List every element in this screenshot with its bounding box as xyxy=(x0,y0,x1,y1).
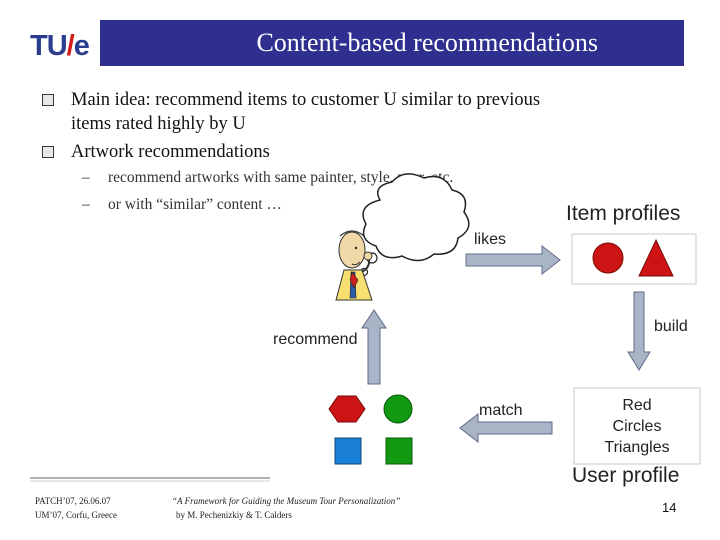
sub-bullet-dash: – xyxy=(82,169,90,186)
green-square-icon xyxy=(385,437,413,465)
slide-title-bar: Content-based recommendations xyxy=(100,20,684,66)
tue-logo: TU/e xyxy=(30,30,90,62)
red-circle-icon xyxy=(592,242,624,274)
bullet-artwork: Artwork recommendations xyxy=(71,140,270,164)
bullet-line: Main idea: recommend items to customer U… xyxy=(71,90,541,110)
footer-venue: UM’07, Corfu, Greece xyxy=(35,510,117,520)
profile-line-triangles: Triangles xyxy=(604,439,670,456)
recommend-label: recommend xyxy=(273,331,358,348)
user-profile-content: Red Circles Triangles xyxy=(574,395,700,458)
footer-left: PATCH’07, 26.06.07 UM’07, Corfu, Greece xyxy=(35,494,117,522)
footer-paper-title: “A Framework for Guiding the Museum Tour… xyxy=(172,496,401,506)
blue-square-icon xyxy=(334,437,362,465)
profile-line-circles: Circles xyxy=(612,418,662,435)
bullet-main-idea: Main idea: recommend items to customer U… xyxy=(71,88,540,136)
build-label: build xyxy=(654,318,688,335)
green-circle-icon xyxy=(383,394,413,424)
user-profile-box xyxy=(573,387,701,465)
bullet-square-icon xyxy=(42,94,54,106)
likes-arrow-icon xyxy=(465,244,561,276)
recommend-arrow-icon xyxy=(361,309,387,385)
red-hexagon-icon xyxy=(328,395,366,423)
likes-label: likes xyxy=(474,231,507,248)
thinking-person-icon xyxy=(335,230,373,301)
bullet-square-icon xyxy=(42,146,54,158)
bullet-line: items rated highly by U xyxy=(71,114,246,134)
sub-bullet-dash: – xyxy=(82,196,90,213)
match-arrow-icon xyxy=(459,412,553,444)
profile-line-red: Red xyxy=(622,397,652,414)
slide-title: Content-based recommendations xyxy=(256,28,598,57)
thought-bubble-icon xyxy=(359,173,470,277)
page-number: 14 xyxy=(662,500,677,515)
match-label: match xyxy=(479,402,523,419)
footer-authors: by M. Pechenizkiy & T. Calders xyxy=(176,510,292,520)
footer-center: “A Framework for Guiding the Museum Tour… xyxy=(172,494,400,522)
sub-bullet-painter: recommend artworks with same painter, st… xyxy=(108,169,454,186)
bullet-line: Artwork recommendations xyxy=(71,142,270,162)
red-triangle-icon xyxy=(638,238,674,277)
sub-bullet-similar: or with “similar” content … xyxy=(108,196,282,213)
build-arrow-icon xyxy=(627,291,651,371)
item-profiles-label: Item profiles xyxy=(566,202,681,225)
footer-event: PATCH’07, 26.06.07 xyxy=(35,496,111,506)
user-profile-label: User profile xyxy=(572,464,680,487)
item-profiles-box xyxy=(571,233,697,285)
